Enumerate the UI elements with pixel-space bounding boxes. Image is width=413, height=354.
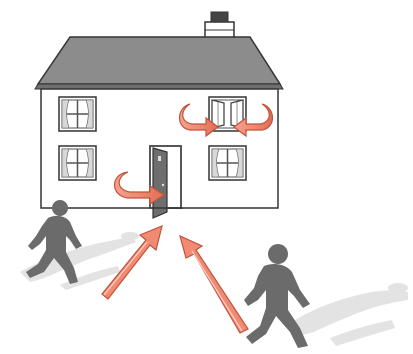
open-door-icon [150, 146, 183, 218]
person-shadow-right [292, 283, 408, 346]
walking-person-icon [244, 244, 310, 348]
window-icon [59, 97, 96, 131]
window-icon [209, 146, 246, 180]
window-icon [59, 146, 96, 180]
house-icon [35, 12, 283, 218]
straight-arrow-icon [180, 236, 248, 333]
roof [35, 37, 283, 89]
